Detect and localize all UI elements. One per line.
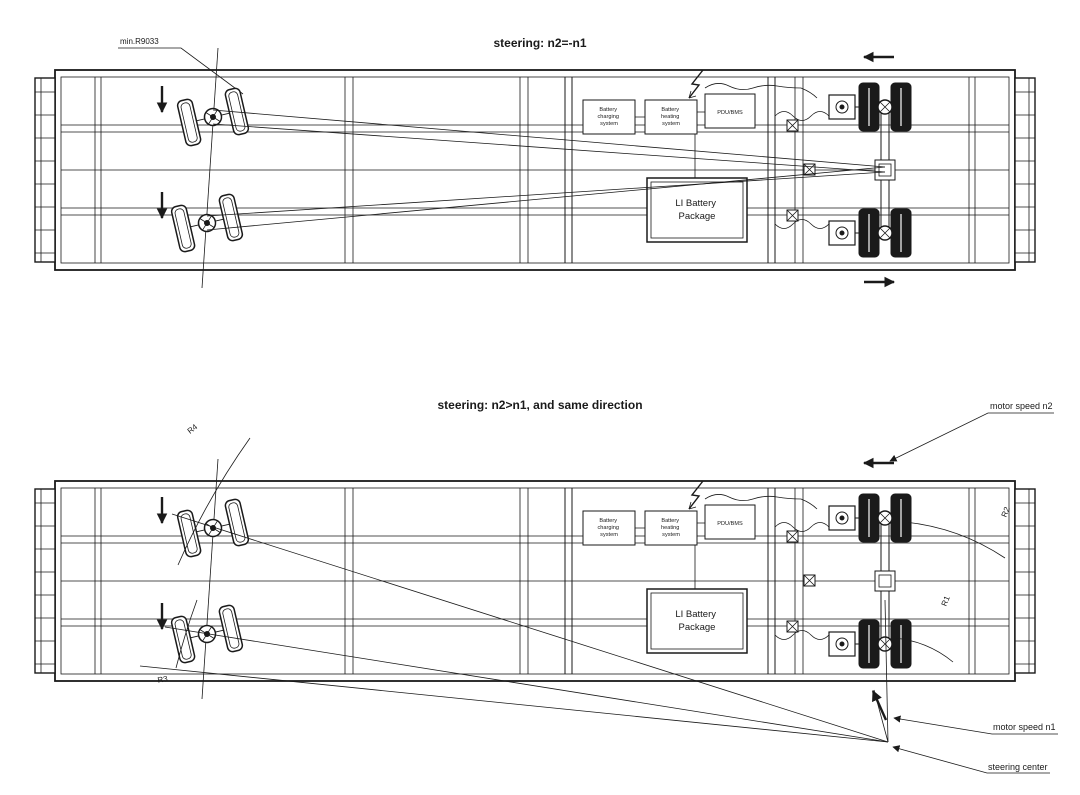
- radius-arc-r4: [177, 437, 251, 566]
- steering-center-leader-line: [892, 745, 1050, 774]
- bottom-diagram: steering: n2>n1, and same direction R4 R…: [35, 398, 1058, 774]
- motor-speed-n1-leader-line: [893, 715, 1058, 735]
- radius-label-r2: R2: [1000, 505, 1012, 518]
- chassis-top-view-1: [35, 48, 1035, 288]
- radius-arc-r2: [904, 521, 1006, 559]
- steering-center-label: steering center: [988, 762, 1048, 772]
- steering-geometry-lines: [139, 513, 889, 743]
- motor-speed-n2-leader-line: [889, 412, 1054, 462]
- bottom-diagram-title: steering: n2>n1, and same direction: [437, 398, 642, 412]
- radius-arc-r3: [175, 599, 198, 669]
- steering-geometry-lines: [206, 109, 886, 231]
- radius-label-r3: R3: [157, 674, 169, 685]
- radius-label-r4: R4: [186, 422, 200, 436]
- top-diagram: steering: n2=-n1 min.R9033: [35, 36, 1035, 288]
- motor-speed-n2-label: motor speed n2: [990, 401, 1053, 411]
- min-radius-leader-line: [118, 47, 244, 95]
- top-diagram-title: steering: n2=-n1: [493, 36, 586, 50]
- motor-n1-direction-arrow-up: [871, 690, 888, 721]
- chassis-top-view-2: [35, 459, 1035, 699]
- turn-radius-arcs: [175, 437, 1006, 669]
- radius-arc-r1: [892, 637, 954, 663]
- min-radius-note: min.R9033: [120, 37, 159, 46]
- radius-label-r1: R1: [940, 594, 952, 607]
- motor-speed-n1-label: motor speed n1: [993, 722, 1056, 732]
